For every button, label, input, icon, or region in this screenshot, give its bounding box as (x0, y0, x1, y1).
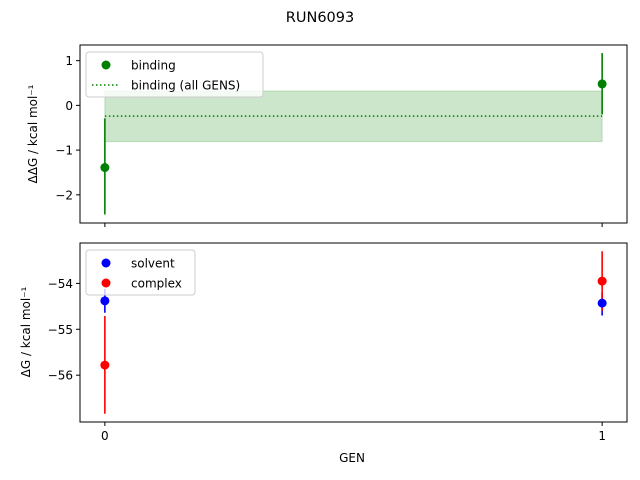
axes-frame (79, 44, 628, 224)
y-tick-label: −55 (48, 323, 73, 337)
y-tick-label: −56 (48, 369, 73, 383)
data-point (597, 298, 607, 308)
legend-label: binding (131, 59, 176, 73)
x-tick-label: 1 (598, 429, 606, 443)
x-axis-label: GEN (339, 451, 365, 465)
y-tick-label: −54 (48, 277, 73, 291)
data-point (597, 79, 607, 89)
axes-frame (79, 242, 628, 423)
bottom-y-axis-label: ΔG / kcal mol⁻¹ (19, 286, 33, 377)
top-y-axis-label: ΔΔG / kcal mol⁻¹ (26, 84, 40, 183)
y-tick-label: −1 (55, 144, 73, 158)
data-point (597, 276, 607, 286)
legend-marker (101, 258, 111, 268)
chart-title: RUN6093 (286, 10, 354, 26)
data-point (100, 296, 110, 306)
legend-box (85, 51, 264, 98)
legend-box (85, 249, 196, 296)
x-tick-label: 0 (101, 429, 109, 443)
data-point (100, 163, 110, 173)
legend-label: complex (131, 277, 182, 291)
legend-label: solvent (131, 257, 175, 271)
bottom-axes: −54 −55 −56 0 1 solvent complex (48, 242, 628, 443)
legend-marker (101, 278, 111, 288)
top-axes: 1 0 −1 −2 binding binding (all GENS) (55, 44, 628, 227)
data-point (100, 360, 110, 370)
legend-marker (101, 60, 111, 70)
legend-label: binding (all GENS) (131, 79, 240, 93)
y-tick-label: −2 (55, 188, 73, 202)
y-tick-label: 1 (65, 54, 73, 68)
y-tick-label: 0 (65, 99, 73, 113)
